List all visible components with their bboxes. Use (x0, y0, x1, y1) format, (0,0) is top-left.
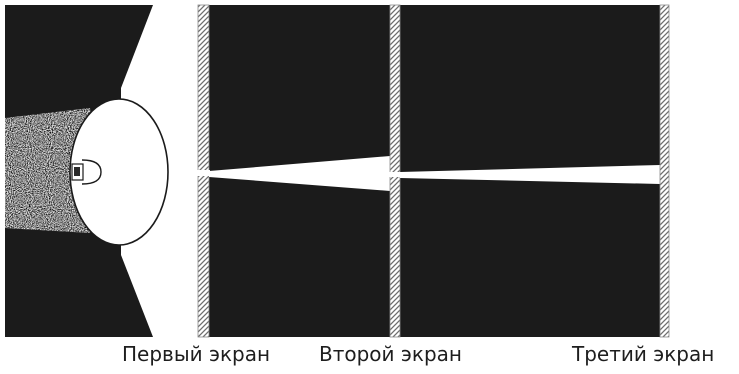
first-screen-slit (197, 170, 210, 176)
first-screen-label: Первый экран (122, 341, 270, 367)
third-screen-label: Третий экран (572, 341, 714, 367)
second-screen-wall (390, 5, 400, 337)
third-screen-wall (660, 5, 669, 337)
bulb-icon (72, 160, 101, 184)
second-screen-label: Второй экран (319, 341, 462, 367)
second-screen-slit (389, 172, 401, 177)
